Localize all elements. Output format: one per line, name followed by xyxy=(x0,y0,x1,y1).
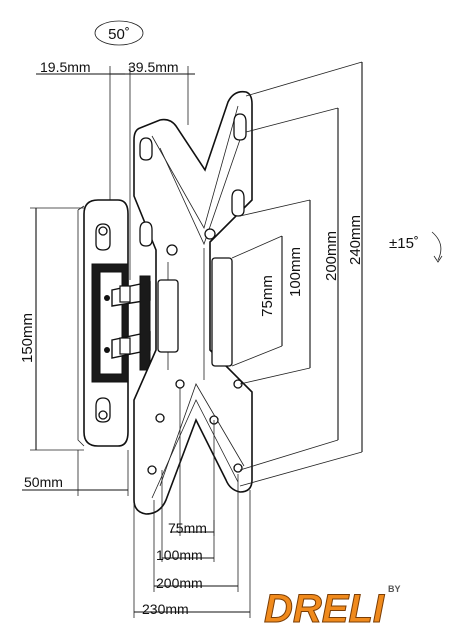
wall-plate-height-label: 150mm xyxy=(19,313,36,363)
vesa-width-dims: 75mm 100mm 200mm 230mm xyxy=(133,388,251,618)
vesa-height-dims: 240mm 200mm 100mm 75mm xyxy=(231,61,364,487)
dreli-logo: DRELI BY xyxy=(264,584,401,632)
wall-plate-width-label: 50mm xyxy=(24,474,63,490)
offset-wall-label: 19.5mm xyxy=(40,59,91,75)
vesa-plate xyxy=(133,90,253,515)
swivel-angle-label: ±15˚ xyxy=(389,235,419,252)
wall-plate-height-dim: 150mm xyxy=(19,207,84,451)
vesa-width-230-label: 230mm xyxy=(142,601,189,617)
tilt-bracket xyxy=(91,263,151,383)
logo-by: BY xyxy=(388,584,401,594)
tilt-angle-label: 50˚ xyxy=(108,26,130,43)
logo-text: DRELI xyxy=(264,587,385,631)
vesa-slot-center xyxy=(157,279,179,353)
vesa-height-100-label: 100mm xyxy=(287,247,304,297)
vesa-height-240-label: 240mm xyxy=(347,215,364,265)
wall-plate-width-dim: 50mm xyxy=(22,450,129,496)
swivel-angle-marker: ±15˚ xyxy=(389,231,443,263)
vesa-slot-right xyxy=(211,257,233,367)
vesa-height-200-label: 200mm xyxy=(323,231,340,281)
vesa-width-100-label: 100mm xyxy=(156,547,203,563)
vesa-width-200-label: 200mm xyxy=(156,575,203,591)
offset-max-label: 39.5mm xyxy=(128,59,179,75)
vesa-height-75-label: 75mm xyxy=(259,275,276,317)
tilt-angle-marker: 50˚ xyxy=(94,20,144,46)
tilt-angle-ellipse xyxy=(94,20,144,46)
offset-dimensions: 19.5mm 39.5mm xyxy=(36,59,195,280)
vesa-width-75-label: 75mm xyxy=(168,520,207,536)
